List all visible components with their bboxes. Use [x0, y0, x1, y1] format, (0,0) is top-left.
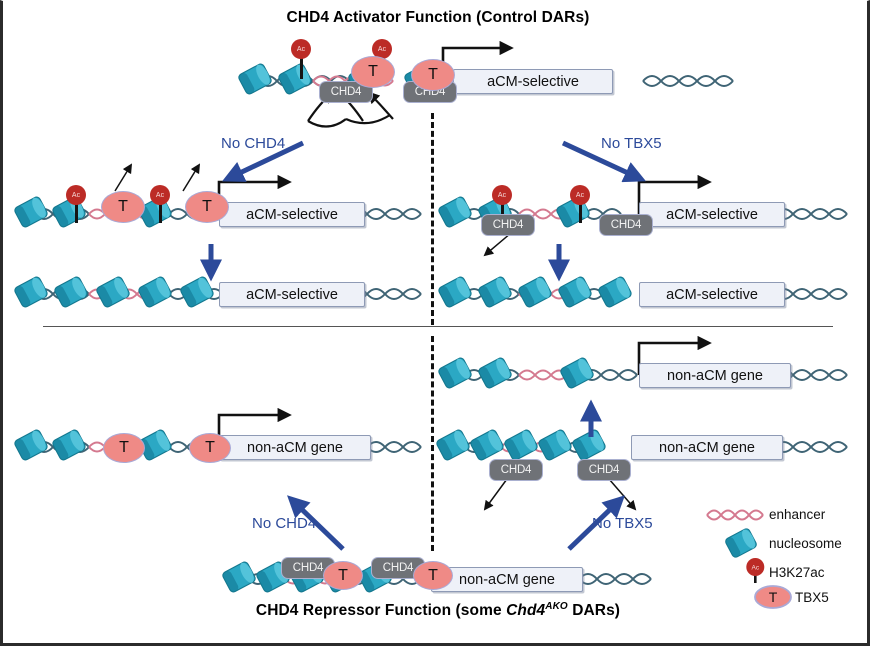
label-no-tbx5-bottom: No TBX5: [592, 515, 653, 532]
gene-box-nonacm-repressor-right-compact: non-aCM gene: [631, 435, 783, 460]
bottom-title-gene: Chd4: [506, 602, 546, 620]
legend-graphics: Ac T: [706, 509, 792, 609]
gene-box-acm-activator-left-active: aCM-selective: [219, 202, 365, 227]
bottom-title-suffix: DARs): [567, 602, 621, 620]
tbx5-node: T: [413, 561, 453, 590]
h3k27ac-mark: Ac: [150, 185, 170, 205]
h3k27ac-mark: Ac: [492, 185, 512, 205]
bottom-title-prefix: CHD4 Repressor Function (some: [255, 602, 507, 620]
gene-box-acm-activator-left-inactive: aCM-selective: [219, 282, 365, 307]
h3k27ac-mark: Ac: [372, 39, 392, 59]
gene-box-nonacm-repressor-right-active: non-aCM gene: [639, 363, 791, 388]
gene-box-acm-top: aCM-selective: [453, 69, 613, 94]
legend-label-nucleosome: nucleosome: [769, 536, 842, 551]
tbx5-node: T: [185, 191, 229, 223]
chd4-node: CHD4: [599, 214, 653, 236]
h3k27ac-mark: Ac: [66, 185, 86, 205]
label-no-chd4-bottom: No CHD4: [252, 515, 317, 532]
legend-label-tbx5: TBX5: [795, 590, 829, 605]
h3k27ac-mark: Ac: [291, 39, 311, 59]
tbx5-node: T: [189, 433, 231, 463]
gene-box-nonacm-repressor-left: non-aCM gene: [219, 435, 371, 460]
chd4-node: CHD4: [489, 459, 543, 481]
chd4-node: CHD4: [481, 214, 535, 236]
panel-separator: [43, 326, 833, 327]
h3k27ac-mark: Ac: [570, 185, 590, 205]
label-no-tbx5-top: No TBX5: [601, 135, 662, 152]
label-no-chd4-top: No CHD4: [221, 135, 286, 152]
chd4-node: CHD4: [577, 459, 631, 481]
gene-box-acm-activator-right-inactive: aCM-selective: [639, 282, 785, 307]
bottom-title-superscript: AKO: [545, 601, 568, 612]
gene-box-nonacm-bottom-complex: non-aCM gene: [431, 567, 583, 592]
tbx5-node: T: [101, 191, 145, 223]
svg-text:T: T: [769, 589, 778, 605]
svg-text:Ac: Ac: [752, 565, 760, 572]
legend-label-h3k27ac: H3K27ac: [769, 565, 825, 580]
gene-box-acm-activator-right-active: aCM-selective: [639, 202, 785, 227]
vertical-divider-bottom: [431, 336, 434, 551]
tbx5-node: T: [323, 561, 363, 590]
bottom-panel-title: CHD4 Repressor Function (some Chd4AKO DA…: [3, 601, 870, 620]
vertical-divider-top: [431, 113, 434, 325]
tbx5-node: T: [103, 433, 145, 463]
tbx5-node: T: [411, 59, 455, 91]
tbx5-node: T: [351, 56, 395, 88]
legend-label-enhancer: enhancer: [769, 507, 826, 522]
top-panel-title: CHD4 Activator Function (Control DARs): [286, 9, 590, 26]
